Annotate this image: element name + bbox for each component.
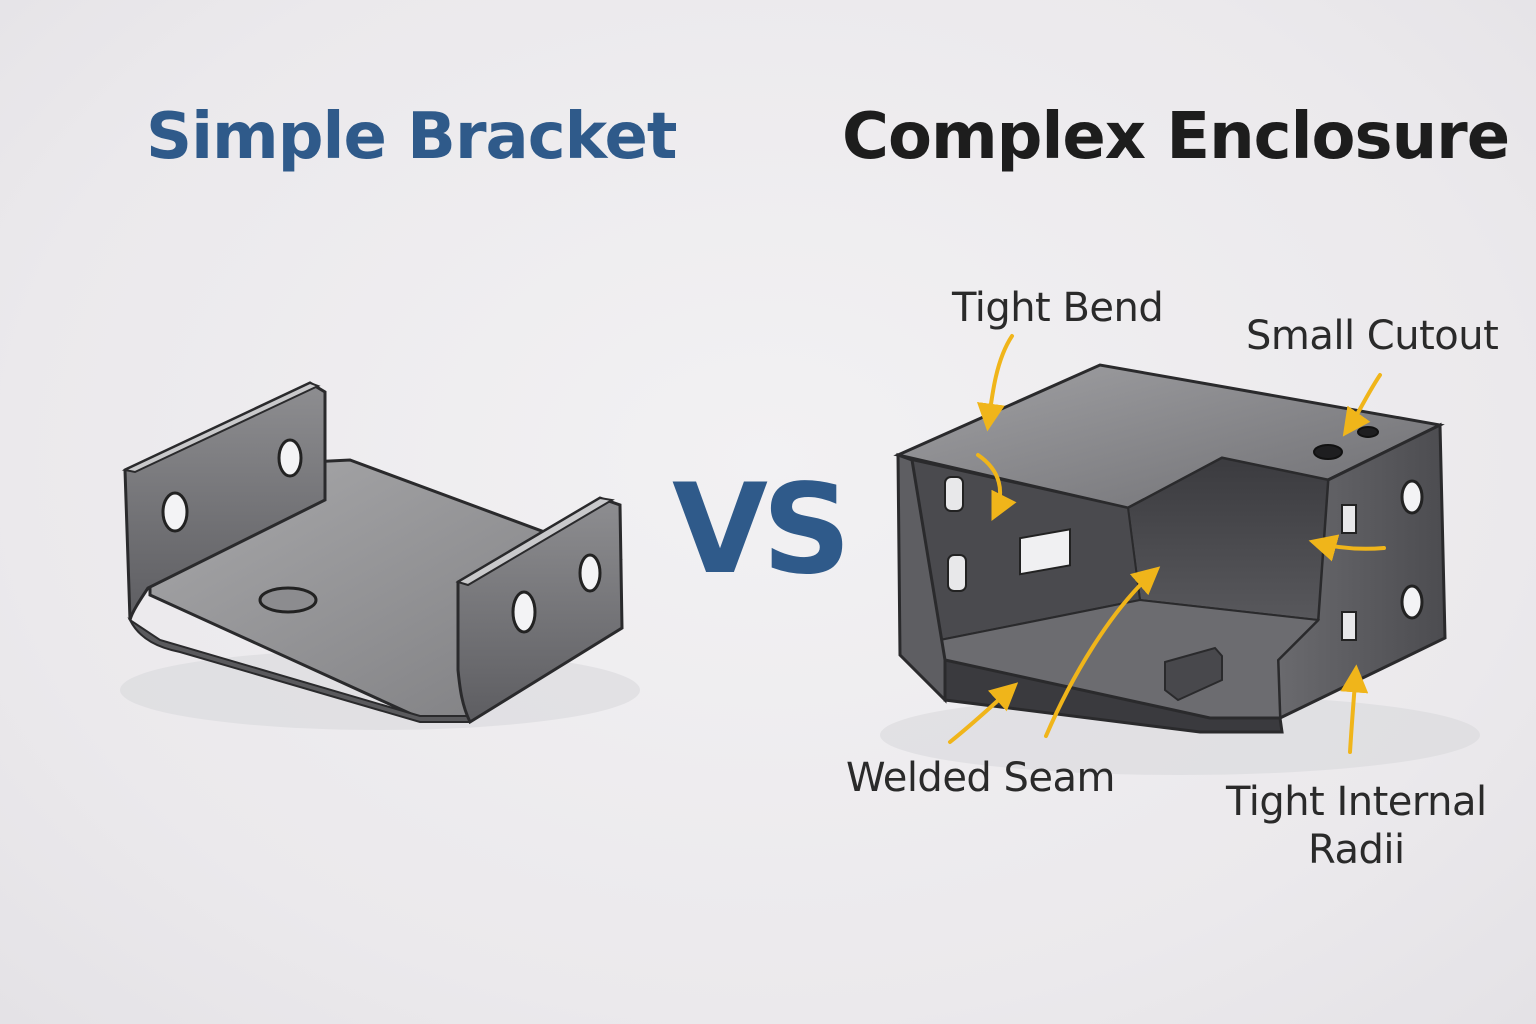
callout-arrows [948,334,1386,754]
tight-internal-radii-label: Tight Internal Radii [1226,778,1487,874]
welded-seam-arrow [948,682,1019,744]
tight-bend-arrow-2 [976,453,1017,522]
enclosure-hole [1400,479,1424,515]
tight-internal-radii-line2: Radii [1308,827,1405,873]
small-cutout-label: Small Cutout [1246,313,1499,359]
bracket-hole [161,491,189,533]
radii-arrow [1340,664,1369,754]
complex-enclosure-illustration [880,363,1480,775]
simple-bracket-title: Simple Bracket [146,100,677,174]
inner-wall-arrow [1308,534,1386,562]
tight-internal-radii-line1: Tight Internal [1226,779,1487,825]
small-cutout-arrow [1342,373,1382,437]
enclosure-small-cutout [1357,426,1379,438]
bracket-hole [511,590,537,634]
simple-bracket-illustration [120,381,640,730]
enclosure-small-cutout [1313,444,1343,460]
enclosure-slot [1341,504,1357,534]
bracket-base-edge [127,617,471,723]
enclosure-slot [947,554,967,592]
enclosure-shadow [880,695,1480,775]
bracket-base-hole [258,586,318,614]
bracket-right-flange-top-edge [455,496,615,587]
bracket-hole [277,438,303,478]
enclosure-tab [1164,646,1223,702]
bracket-left-flange [123,381,327,621]
welded-seam-label: Welded Seam [846,755,1116,801]
complex-enclosure-title: Complex Enclosure [842,100,1510,174]
versus-label: VS [672,458,851,602]
enclosure-slot [1341,611,1357,641]
tight-bend-label: Tight Bend [952,285,1164,331]
bracket-hole [578,553,602,593]
welded-seam-arrow-2 [1044,566,1161,738]
tight-bend-arrow [976,334,1014,432]
bracket-right-flange [456,496,624,725]
bracket-left-flange-top-edge [121,381,321,474]
enclosure-hole [1400,584,1424,620]
enclosure-slot [944,476,964,512]
enclosure-rect-cutout [1019,528,1071,576]
